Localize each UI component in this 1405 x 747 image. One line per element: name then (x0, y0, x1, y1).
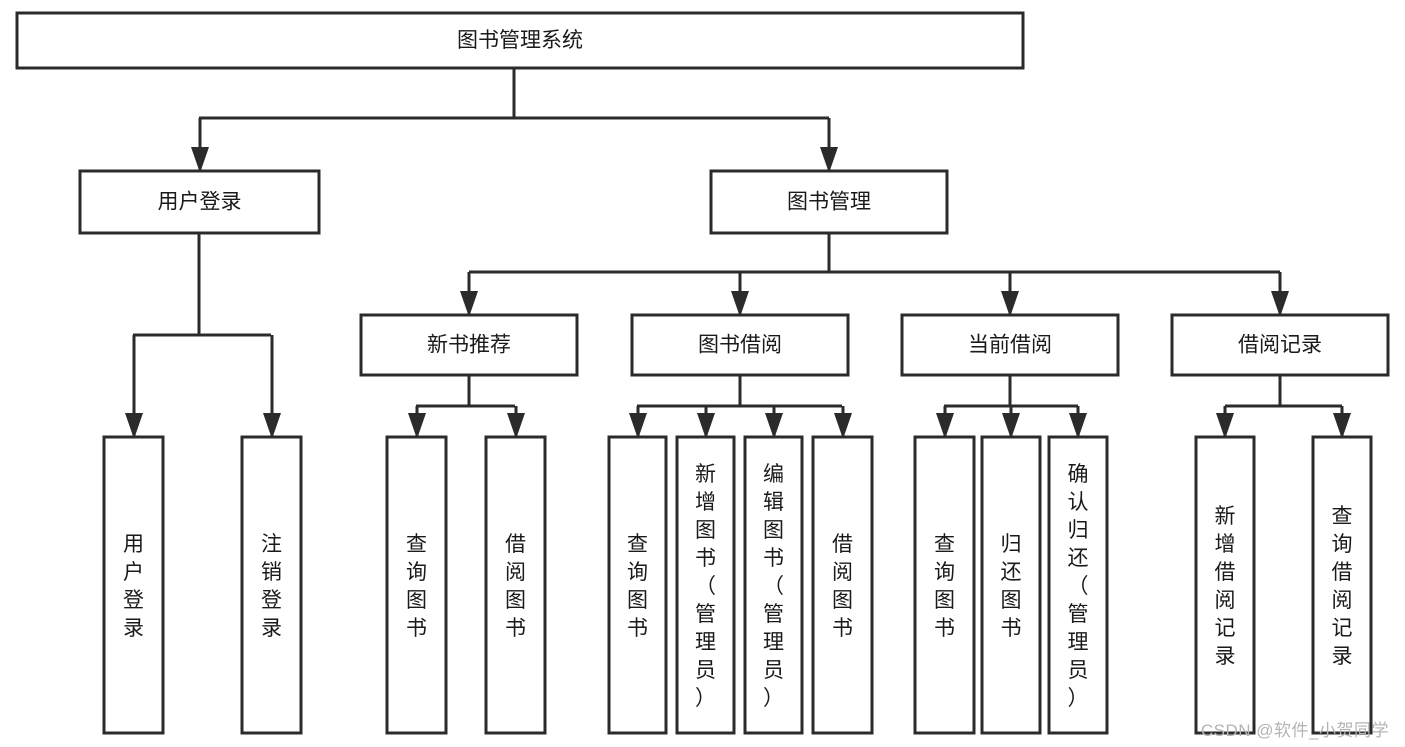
node-leaf-query-book-current[interactable]: 查询图书 (913, 435, 976, 735)
node-leaf-confirm-return-admin[interactable]: 确认归还（管理员） (1047, 435, 1109, 735)
node-label-leaf-query-borrow-record: 查询借阅记录 (1332, 505, 1353, 668)
node-leaf-return-book[interactable]: 归还图书 (980, 435, 1042, 735)
node-box-leaf-borrow-book[interactable] (811, 435, 874, 735)
node-label-current-borrow: 当前借阅 (968, 334, 1052, 357)
node-box-leaf-query-book-recommend[interactable] (385, 435, 448, 735)
node-box-leaf-query-book-borrow[interactable] (607, 435, 668, 735)
arrow-head-icon (125, 413, 143, 439)
arrow-head-icon (507, 413, 525, 439)
node-box-leaf-query-book-current[interactable] (913, 435, 976, 735)
arrow-head-icon (460, 291, 478, 317)
arrow-head-icon (731, 291, 749, 317)
node-box-leaf-borrow-book-recommend[interactable] (484, 435, 547, 735)
node-leaf-add-book-admin[interactable]: 新增图书（管理员） (675, 435, 736, 735)
arrow-head-icon (834, 413, 852, 439)
node-label-book-borrow: 图书借阅 (698, 334, 782, 357)
node-box-current-borrow[interactable] (900, 313, 1120, 377)
node-box-leaf-confirm-return-admin[interactable] (1047, 435, 1109, 735)
node-leaf-query-book-recommend[interactable]: 查询图书 (385, 435, 448, 735)
node-leaf-query-borrow-record[interactable]: 查询借阅记录 (1311, 435, 1373, 735)
arrow-head-icon (263, 413, 281, 439)
node-leaf-logout-login[interactable]: 注销登录 (240, 435, 303, 735)
node-book-manage[interactable]: 图书管理 (709, 169, 949, 235)
node-box-book-borrow[interactable] (630, 313, 850, 377)
node-box-leaf-edit-book-admin[interactable] (743, 435, 804, 735)
node-label-book-manage: 图书管理 (787, 191, 871, 214)
node-leaf-add-borrow-record[interactable]: 新增借阅记录 (1194, 435, 1256, 735)
node-label-leaf-return-book: 归还图书 (1001, 533, 1022, 640)
node-box-user-login[interactable] (78, 169, 321, 235)
node-label-leaf-borrow-book-recommend: 借阅图书 (505, 533, 526, 640)
arrow-head-icon (697, 413, 715, 439)
node-box-leaf-user-login[interactable] (102, 435, 165, 735)
node-borrow-record[interactable]: 借阅记录 (1170, 313, 1390, 377)
node-label-leaf-confirm-return-admin: 确认归还（管理员） (1068, 463, 1089, 710)
arrow-head-icon (1216, 413, 1234, 439)
arrow-head-icon (1271, 291, 1289, 317)
arrow-head-icon (1001, 291, 1019, 317)
arrow-head-icon (936, 413, 954, 439)
node-label-leaf-query-book-recommend: 查询图书 (406, 533, 427, 640)
node-label-leaf-edit-book-admin: 编辑图书（管理员） (763, 463, 784, 710)
node-label-leaf-user-login: 用户登录 (123, 533, 144, 640)
node-box-new-book-recommend[interactable] (359, 313, 579, 377)
node-box-leaf-logout-login[interactable] (240, 435, 303, 735)
node-box-root[interactable] (15, 11, 1025, 70)
arrow-head-icon (765, 413, 783, 439)
node-new-book-recommend[interactable]: 新书推荐 (359, 313, 579, 377)
node-box-book-manage[interactable] (709, 169, 949, 235)
node-leaf-edit-book-admin[interactable]: 编辑图书（管理员） (743, 435, 804, 735)
node-box-borrow-record[interactable] (1170, 313, 1390, 377)
arrow-head-icon (191, 147, 209, 173)
node-label-leaf-query-book-borrow: 查询图书 (627, 533, 648, 640)
node-box-leaf-add-borrow-record[interactable] (1194, 435, 1256, 735)
node-root[interactable]: 图书管理系统 (15, 11, 1025, 70)
connectors-layer (125, 68, 1351, 439)
arrow-head-icon (1002, 413, 1020, 439)
arrow-head-icon (408, 413, 426, 439)
node-user-login[interactable]: 用户登录 (78, 169, 321, 235)
node-label-user-login: 用户登录 (158, 191, 242, 214)
arrow-head-icon (1069, 413, 1087, 439)
node-leaf-borrow-book[interactable]: 借阅图书 (811, 435, 874, 735)
node-label-new-book-recommend: 新书推荐 (427, 334, 511, 357)
node-label-leaf-add-borrow-record: 新增借阅记录 (1215, 505, 1236, 668)
node-label-leaf-logout-login: 注销登录 (261, 533, 282, 640)
node-leaf-user-login[interactable]: 用户登录 (102, 435, 165, 735)
node-label-leaf-query-book-current: 查询图书 (934, 533, 955, 640)
node-leaf-borrow-book-recommend[interactable]: 借阅图书 (484, 435, 547, 735)
node-box-leaf-add-book-admin[interactable] (675, 435, 736, 735)
node-label-root: 图书管理系统 (457, 29, 583, 52)
node-leaf-query-book-borrow[interactable]: 查询图书 (607, 435, 668, 735)
node-box-leaf-query-borrow-record[interactable] (1311, 435, 1373, 735)
node-book-borrow[interactable]: 图书借阅 (630, 313, 850, 377)
node-label-leaf-borrow-book: 借阅图书 (832, 533, 853, 640)
arrow-head-icon (629, 413, 647, 439)
arrow-head-icon (1333, 413, 1351, 439)
node-label-borrow-record: 借阅记录 (1238, 334, 1322, 357)
node-label-leaf-add-book-admin: 新增图书（管理员） (695, 463, 716, 710)
nodes-layer: 图书管理系统用户登录图书管理新书推荐图书借阅当前借阅借阅记录用户登录注销登录查询… (15, 11, 1390, 735)
arrow-head-icon (820, 147, 838, 173)
node-current-borrow[interactable]: 当前借阅 (900, 313, 1120, 377)
node-box-leaf-return-book[interactable] (980, 435, 1042, 735)
